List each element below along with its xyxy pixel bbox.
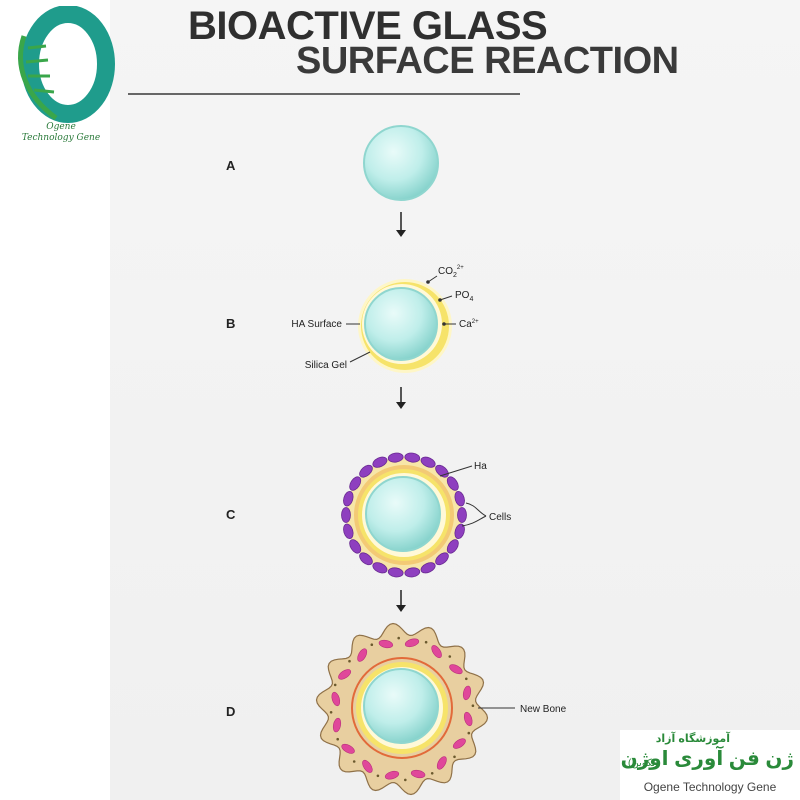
label-new-bone: New Bone <box>520 704 567 715</box>
bone-cell <box>452 738 466 749</box>
logo-text-technology-gene: Technology Gene <box>21 133 101 143</box>
step-letter-d: D <box>226 704 236 719</box>
stage-b-leader-lines <box>346 275 456 363</box>
cell <box>372 456 388 468</box>
label-co2: CO22+ <box>438 265 464 279</box>
logo-text-ogene: Ogene <box>46 122 76 132</box>
stage-a-glass-particle <box>363 125 439 201</box>
cell <box>435 552 449 566</box>
cell <box>341 507 351 523</box>
bone-cell <box>404 638 420 648</box>
cell <box>420 562 436 574</box>
bone-cell <box>332 717 342 733</box>
matrix-speck <box>448 655 452 658</box>
bone-cell <box>362 759 373 773</box>
arrow-b-to-c <box>396 387 406 409</box>
arrow-c-to-d <box>396 590 406 612</box>
cell <box>404 452 421 463</box>
cell <box>372 562 388 574</box>
bone-cell <box>331 691 341 707</box>
cell <box>454 523 465 540</box>
cell <box>404 567 421 578</box>
po4-dot <box>438 298 442 302</box>
cell <box>359 552 373 566</box>
cell <box>359 464 373 478</box>
matrix-speck <box>404 778 407 782</box>
label-po4: PO4 <box>455 290 473 303</box>
matrix-speck <box>370 643 374 646</box>
cell <box>349 539 362 554</box>
cell <box>446 476 459 491</box>
cell <box>387 452 404 463</box>
matrix-speck <box>333 683 337 687</box>
ogene-logo: Ogene Technology Gene <box>6 5 115 146</box>
step-letter-a: A <box>226 158 236 173</box>
stage-b-particle <box>358 279 452 373</box>
matrix-speck <box>348 659 351 663</box>
matrix-speck <box>453 755 456 759</box>
stage-c-leader-lines <box>439 465 487 527</box>
title-divider <box>128 93 520 95</box>
title-line-2: SURFACE REACTION <box>296 40 679 82</box>
matrix-speck <box>465 677 468 681</box>
matrix-speck <box>336 737 340 741</box>
bone-cell <box>449 664 463 675</box>
logo-o-icon <box>18 5 115 123</box>
label-ca: Ca2+ <box>459 319 479 330</box>
bone-cell <box>338 669 352 680</box>
stage-d-particle <box>315 622 489 796</box>
watermark-brand-text: ژن فن آوری اوژن <box>620 748 794 770</box>
bone-cell <box>410 769 426 779</box>
matrix-speck <box>376 774 380 778</box>
cell <box>446 539 459 554</box>
matrix-speck <box>329 711 333 714</box>
bone-cell <box>357 648 368 662</box>
title-line-1: BIOACTIVE GLASS <box>188 4 548 48</box>
watermark-small-text: آموزشگاه آزاد <box>655 733 730 745</box>
matrix-speck <box>430 772 434 775</box>
bone-cell <box>341 743 355 754</box>
matrix-speck <box>397 636 401 640</box>
ca-dot <box>442 322 446 326</box>
bone-cell <box>378 639 394 649</box>
co2-dot <box>426 280 430 284</box>
cell <box>457 507 467 523</box>
matrix-speck <box>471 704 475 707</box>
label-ha: Ha <box>474 461 487 472</box>
stage-d-bone-cells <box>329 636 475 782</box>
step-letter-c: C <box>226 507 236 522</box>
watermark: آموزشگاه آزاد ژن فن آوری اوژن (تکوین) Og… <box>620 730 800 800</box>
label-cells: Cells <box>489 512 511 523</box>
watermark-paren-text: (تکوین) <box>628 758 659 769</box>
arrow-a-to-b <box>396 212 406 237</box>
label-silica-gel: Silica Gel <box>305 360 347 371</box>
matrix-speck <box>424 640 428 644</box>
bone-cell <box>463 711 473 727</box>
cell <box>343 490 354 507</box>
cell <box>454 490 465 507</box>
stage-c-particle <box>341 452 467 578</box>
label-ha-surface: HA Surface <box>291 319 342 330</box>
cell <box>387 567 404 578</box>
cell <box>343 523 354 540</box>
matrix-speck <box>352 760 356 763</box>
cell <box>349 476 362 491</box>
watermark-english-text: Ogene Technology Gene <box>643 780 777 794</box>
bone-cell <box>462 685 472 701</box>
bone-cell <box>436 756 447 770</box>
step-letter-b: B <box>226 316 236 331</box>
stage-c-cell-ring <box>341 452 467 578</box>
bone-cell <box>384 770 400 780</box>
cell <box>420 456 436 468</box>
bone-cell <box>431 645 442 659</box>
matrix-speck <box>467 731 471 735</box>
